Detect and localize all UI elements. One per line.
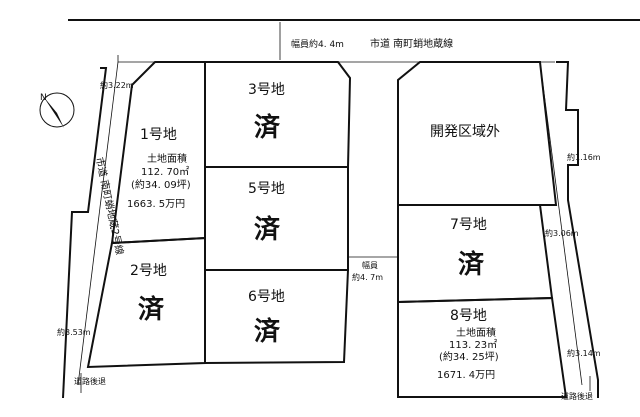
outside-area-label: 開発区域外	[430, 124, 500, 140]
lot-8-price: 1671. 4万円	[437, 370, 495, 381]
top-road-name-label: 市道 南町蛸地蔵線	[370, 37, 453, 50]
lot-8-area-tsubo: (約34. 25坪)	[439, 350, 499, 363]
lot-8-area-m2: 113. 23㎡	[449, 339, 497, 351]
left-road-outer-edge	[62, 67, 108, 399]
lot-8-area-label: 土地面積	[456, 326, 496, 339]
lot-1-price: 1663. 5万円	[127, 199, 185, 210]
compass: N	[39, 92, 75, 128]
lot-7-title: 7号地	[450, 217, 487, 233]
lot-2-title: 2号地	[130, 263, 167, 279]
lot-7-status: 済	[458, 249, 485, 280]
left-road-width-top-label: 約3.22m	[100, 80, 134, 90]
right-road-width-3-label: 約3.14m	[567, 348, 601, 358]
left-road-width-bottom-label: 約3.53m	[57, 327, 91, 337]
left-road-setback-line	[77, 61, 119, 386]
lot-3-boundary	[204, 61, 352, 168]
compass-north-label: N	[40, 93, 47, 103]
lot-3-status: 済	[254, 112, 281, 143]
lot-1-title: 1号地	[140, 127, 177, 143]
lot-6-title: 6号地	[248, 289, 285, 305]
lot-8-title: 8号地	[450, 308, 487, 324]
lot-5-title: 5号地	[248, 181, 285, 197]
lot-6-status: 済	[254, 316, 281, 347]
lot-1-area-tsubo: (約34. 09坪)	[131, 178, 191, 191]
lot-boundaries	[86, 61, 568, 398]
compass-circle	[39, 92, 75, 128]
lot-8-boundary	[397, 296, 568, 398]
middle-road-width-label: 幅員	[362, 260, 378, 270]
lot-2-status: 済	[138, 294, 165, 325]
lot-1-area-m2: 112. 70㎡	[141, 166, 189, 178]
right-road-setback-label: 道路後退	[561, 391, 593, 401]
middle-road-width-value: 約4. 7m	[352, 272, 383, 282]
right-road-width-2-label: 約3.06m	[545, 228, 579, 238]
north-arrow-icon	[43, 96, 64, 128]
lot-1-area-label: 土地面積	[147, 152, 187, 165]
right-road-outer-edge	[556, 61, 599, 398]
right-road-width-1-label: 約1.16m	[567, 152, 601, 162]
lot-6-boundary	[204, 269, 350, 365]
left-road-setback-label: 道路後退	[74, 376, 106, 386]
lot-5-status: 済	[254, 214, 281, 245]
lot-3-title: 3号地	[248, 82, 285, 98]
top-road-lower-edge	[117, 55, 555, 63]
top-road-width-label: 幅員約4. 4m	[291, 38, 344, 50]
